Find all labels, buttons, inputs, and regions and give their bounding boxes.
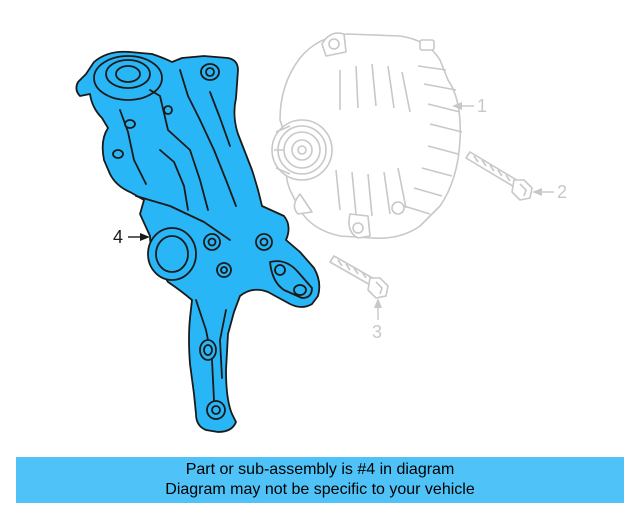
mounting-bracket-part-4[interactable] bbox=[75, 50, 321, 433]
info-banner: Part or sub-assembly is #4 in diagram Di… bbox=[16, 457, 624, 503]
bolt-part-2[interactable] bbox=[465, 151, 533, 201]
callout-2: 2 bbox=[532, 182, 567, 202]
info-banner-line-1: Part or sub-assembly is #4 in diagram bbox=[185, 461, 455, 478]
callout-1: 1 bbox=[452, 96, 487, 116]
callout-label-2: 2 bbox=[557, 182, 567, 202]
callout-4: 4 bbox=[113, 227, 150, 247]
info-banner-line-2: Diagram may not be specific to your vehi… bbox=[165, 481, 475, 498]
bolt-part-3[interactable] bbox=[329, 255, 389, 299]
callout-3: 3 bbox=[372, 298, 382, 342]
alternator-part[interactable] bbox=[271, 32, 463, 240]
callout-label-3: 3 bbox=[372, 322, 382, 342]
callout-label-1: 1 bbox=[477, 96, 487, 116]
callout-label-4: 4 bbox=[113, 227, 123, 247]
parts-diagram: 1 2 3 4 bbox=[75, 32, 567, 433]
